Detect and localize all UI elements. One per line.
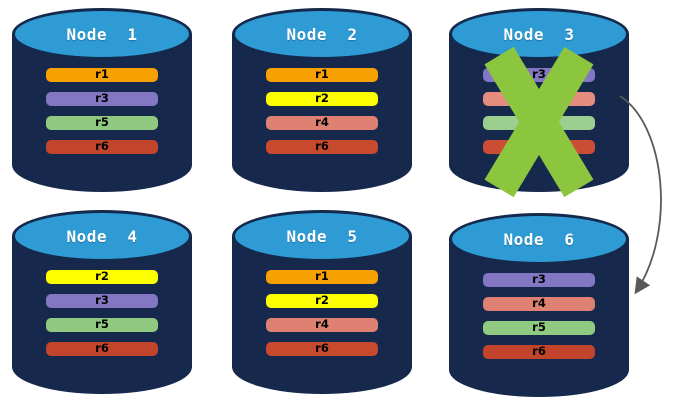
replica-label: r3 <box>95 91 109 106</box>
cylinder-body <box>12 236 192 394</box>
replica-bar: r3 <box>46 92 158 106</box>
replica-bar: r1 <box>46 68 158 82</box>
replica-label: r4 <box>532 296 546 311</box>
replica-list: r1 r2 r4 r6 <box>266 270 378 366</box>
replica-bar: r5 <box>483 321 595 335</box>
replica-bar: r3 <box>483 273 595 287</box>
node-title: Node 5 <box>286 226 358 246</box>
replica-label: r3 <box>95 293 109 308</box>
cylinder-top: Node 4 <box>12 210 192 262</box>
replica-bar: r6 <box>266 342 378 356</box>
cylinder-top: Node 1 <box>12 8 192 60</box>
replica-bar: r4 <box>266 116 378 130</box>
cylinder-top: Node 2 <box>232 8 412 60</box>
replica-label: r1 <box>315 67 329 82</box>
cylinder-top: Node 5 <box>232 210 412 262</box>
replica-bar: r1 <box>266 68 378 82</box>
replica-bar: r4 <box>483 297 595 311</box>
cylinder-body <box>232 34 412 192</box>
replica-bar: r2 <box>46 270 158 284</box>
replica-label: r4 <box>315 317 329 332</box>
node-4: Node 4 r2 r3 r5 r6 <box>12 210 192 394</box>
replica-bar: r4 <box>266 318 378 332</box>
replica-label: r2 <box>315 91 329 106</box>
node-title: Node 2 <box>286 24 358 44</box>
replica-list: r3 r4 r5 r6 <box>483 273 595 369</box>
replica-label: r6 <box>315 139 329 154</box>
replica-bar: r6 <box>483 345 595 359</box>
node-2: Node 2 r1 r2 r4 r6 <box>232 8 412 192</box>
replica-label: r3 <box>532 272 546 287</box>
node-1: Node 1 r1 r3 r5 r6 <box>12 8 192 192</box>
node-title: Node 4 <box>66 226 138 246</box>
replica-list: r1 r2 r4 r6 <box>266 68 378 164</box>
replica-label: r5 <box>95 115 109 130</box>
replica-bar: r6 <box>46 342 158 356</box>
replica-bar: r6 <box>266 140 378 154</box>
replica-bar: r1 <box>266 270 378 284</box>
cylinder-body <box>232 236 412 394</box>
replica-bar: r3 <box>46 294 158 308</box>
replica-label: r2 <box>315 293 329 308</box>
replica-label: r5 <box>95 317 109 332</box>
replica-label: r4 <box>315 115 329 130</box>
replica-bar: r5 <box>46 116 158 130</box>
replica-label: r3 <box>532 67 546 82</box>
replica-bar: r2 <box>266 294 378 308</box>
replica-bar: r5 <box>46 318 158 332</box>
replica-label: r5 <box>532 320 546 335</box>
replica-list: r2 r3 r5 r6 <box>46 270 158 366</box>
replica-label: r2 <box>95 269 109 284</box>
cylinder-body <box>12 34 192 192</box>
replica-list: r1 r3 r5 r6 <box>46 68 158 164</box>
node-5: Node 5 r1 r2 r4 r6 <box>232 210 412 394</box>
node-6: Node 6 r3 r4 r5 r6 <box>449 213 629 397</box>
replica-label: r6 <box>532 344 546 359</box>
node-title: Node 6 <box>503 229 575 249</box>
replica-label: r6 <box>95 341 109 356</box>
cylinder-top: Node 3 <box>449 8 629 60</box>
replica-label: r6 <box>95 139 109 154</box>
cylinder-body <box>449 239 629 397</box>
cylinder-top: Node 6 <box>449 213 629 265</box>
node-title: Node 3 <box>503 24 575 44</box>
replica-label: r1 <box>315 269 329 284</box>
replica-bar: r6 <box>46 140 158 154</box>
node-title: Node 1 <box>66 24 138 44</box>
replica-label: r6 <box>315 341 329 356</box>
replica-bar: r2 <box>266 92 378 106</box>
node-3: Node 3 r3 <box>449 8 629 198</box>
replica-label: r1 <box>95 67 109 82</box>
